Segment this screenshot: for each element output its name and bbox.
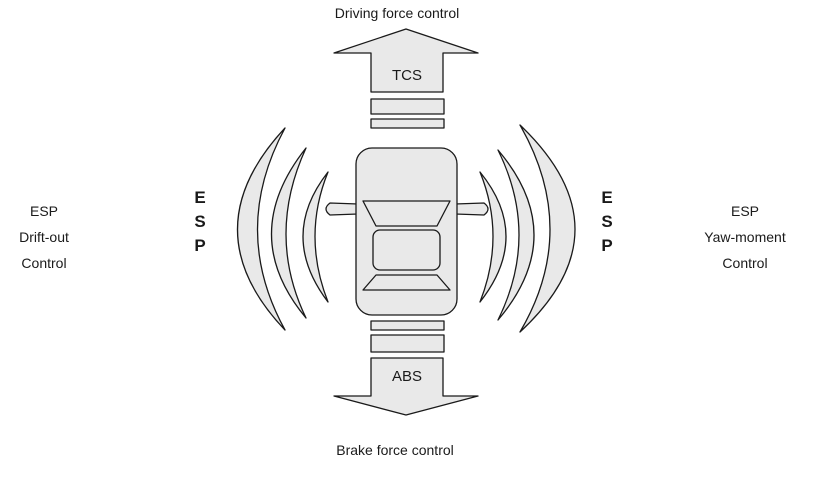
abs-bar-1 bbox=[370, 320, 445, 331]
right-esp-letter-e: E bbox=[601, 188, 613, 207]
right-control-line: Control bbox=[722, 255, 768, 271]
tcs-bar-1 bbox=[370, 98, 445, 115]
left-swoosh-middle bbox=[271, 147, 307, 319]
left-esp-letter-p: P bbox=[194, 236, 206, 255]
left-control-line: Control bbox=[21, 255, 67, 271]
left-swoosh-inner bbox=[302, 171, 329, 303]
right-esp-letter-p: P bbox=[601, 236, 613, 255]
abs-label: ABS bbox=[392, 368, 422, 385]
right-swoosh-middle bbox=[497, 149, 535, 321]
right-yaw-moment-line: Yaw-moment bbox=[704, 229, 786, 245]
rear-window bbox=[362, 274, 451, 291]
brake-force-label: Brake force control bbox=[336, 442, 454, 458]
tcs-label: TCS bbox=[392, 67, 422, 84]
abs-bar-2 bbox=[370, 334, 445, 353]
left-drift-out-line: Drift-out bbox=[19, 229, 69, 245]
left-swoosh-outer bbox=[236, 127, 286, 331]
right-esp-vertical: E S P bbox=[597, 186, 617, 258]
left-mirror bbox=[325, 202, 359, 216]
left-esp-vertical: E S P bbox=[190, 186, 210, 258]
right-esp-letter-s: S bbox=[601, 212, 613, 231]
right-esp-text: ESP Yaw-moment Control bbox=[690, 198, 800, 276]
left-esp-letter-e: E bbox=[194, 188, 206, 207]
right-swoosh-inner bbox=[479, 171, 507, 303]
left-esp-letter-s: S bbox=[194, 212, 206, 231]
brake-force-arrow bbox=[333, 357, 479, 416]
windshield bbox=[362, 200, 451, 227]
left-esp-line: ESP bbox=[29, 203, 58, 219]
right-mirror bbox=[454, 202, 489, 216]
car-roof bbox=[372, 229, 441, 271]
car bbox=[325, 147, 489, 316]
tcs-bar-2 bbox=[370, 118, 445, 129]
driving-force-arrow bbox=[333, 28, 479, 93]
left-esp-text: ESP Drift-out Control bbox=[0, 198, 88, 276]
driving-force-label: Driving force control bbox=[334, 5, 460, 21]
right-esp-line: ESP bbox=[730, 203, 759, 219]
right-swoosh-outer bbox=[519, 124, 576, 333]
